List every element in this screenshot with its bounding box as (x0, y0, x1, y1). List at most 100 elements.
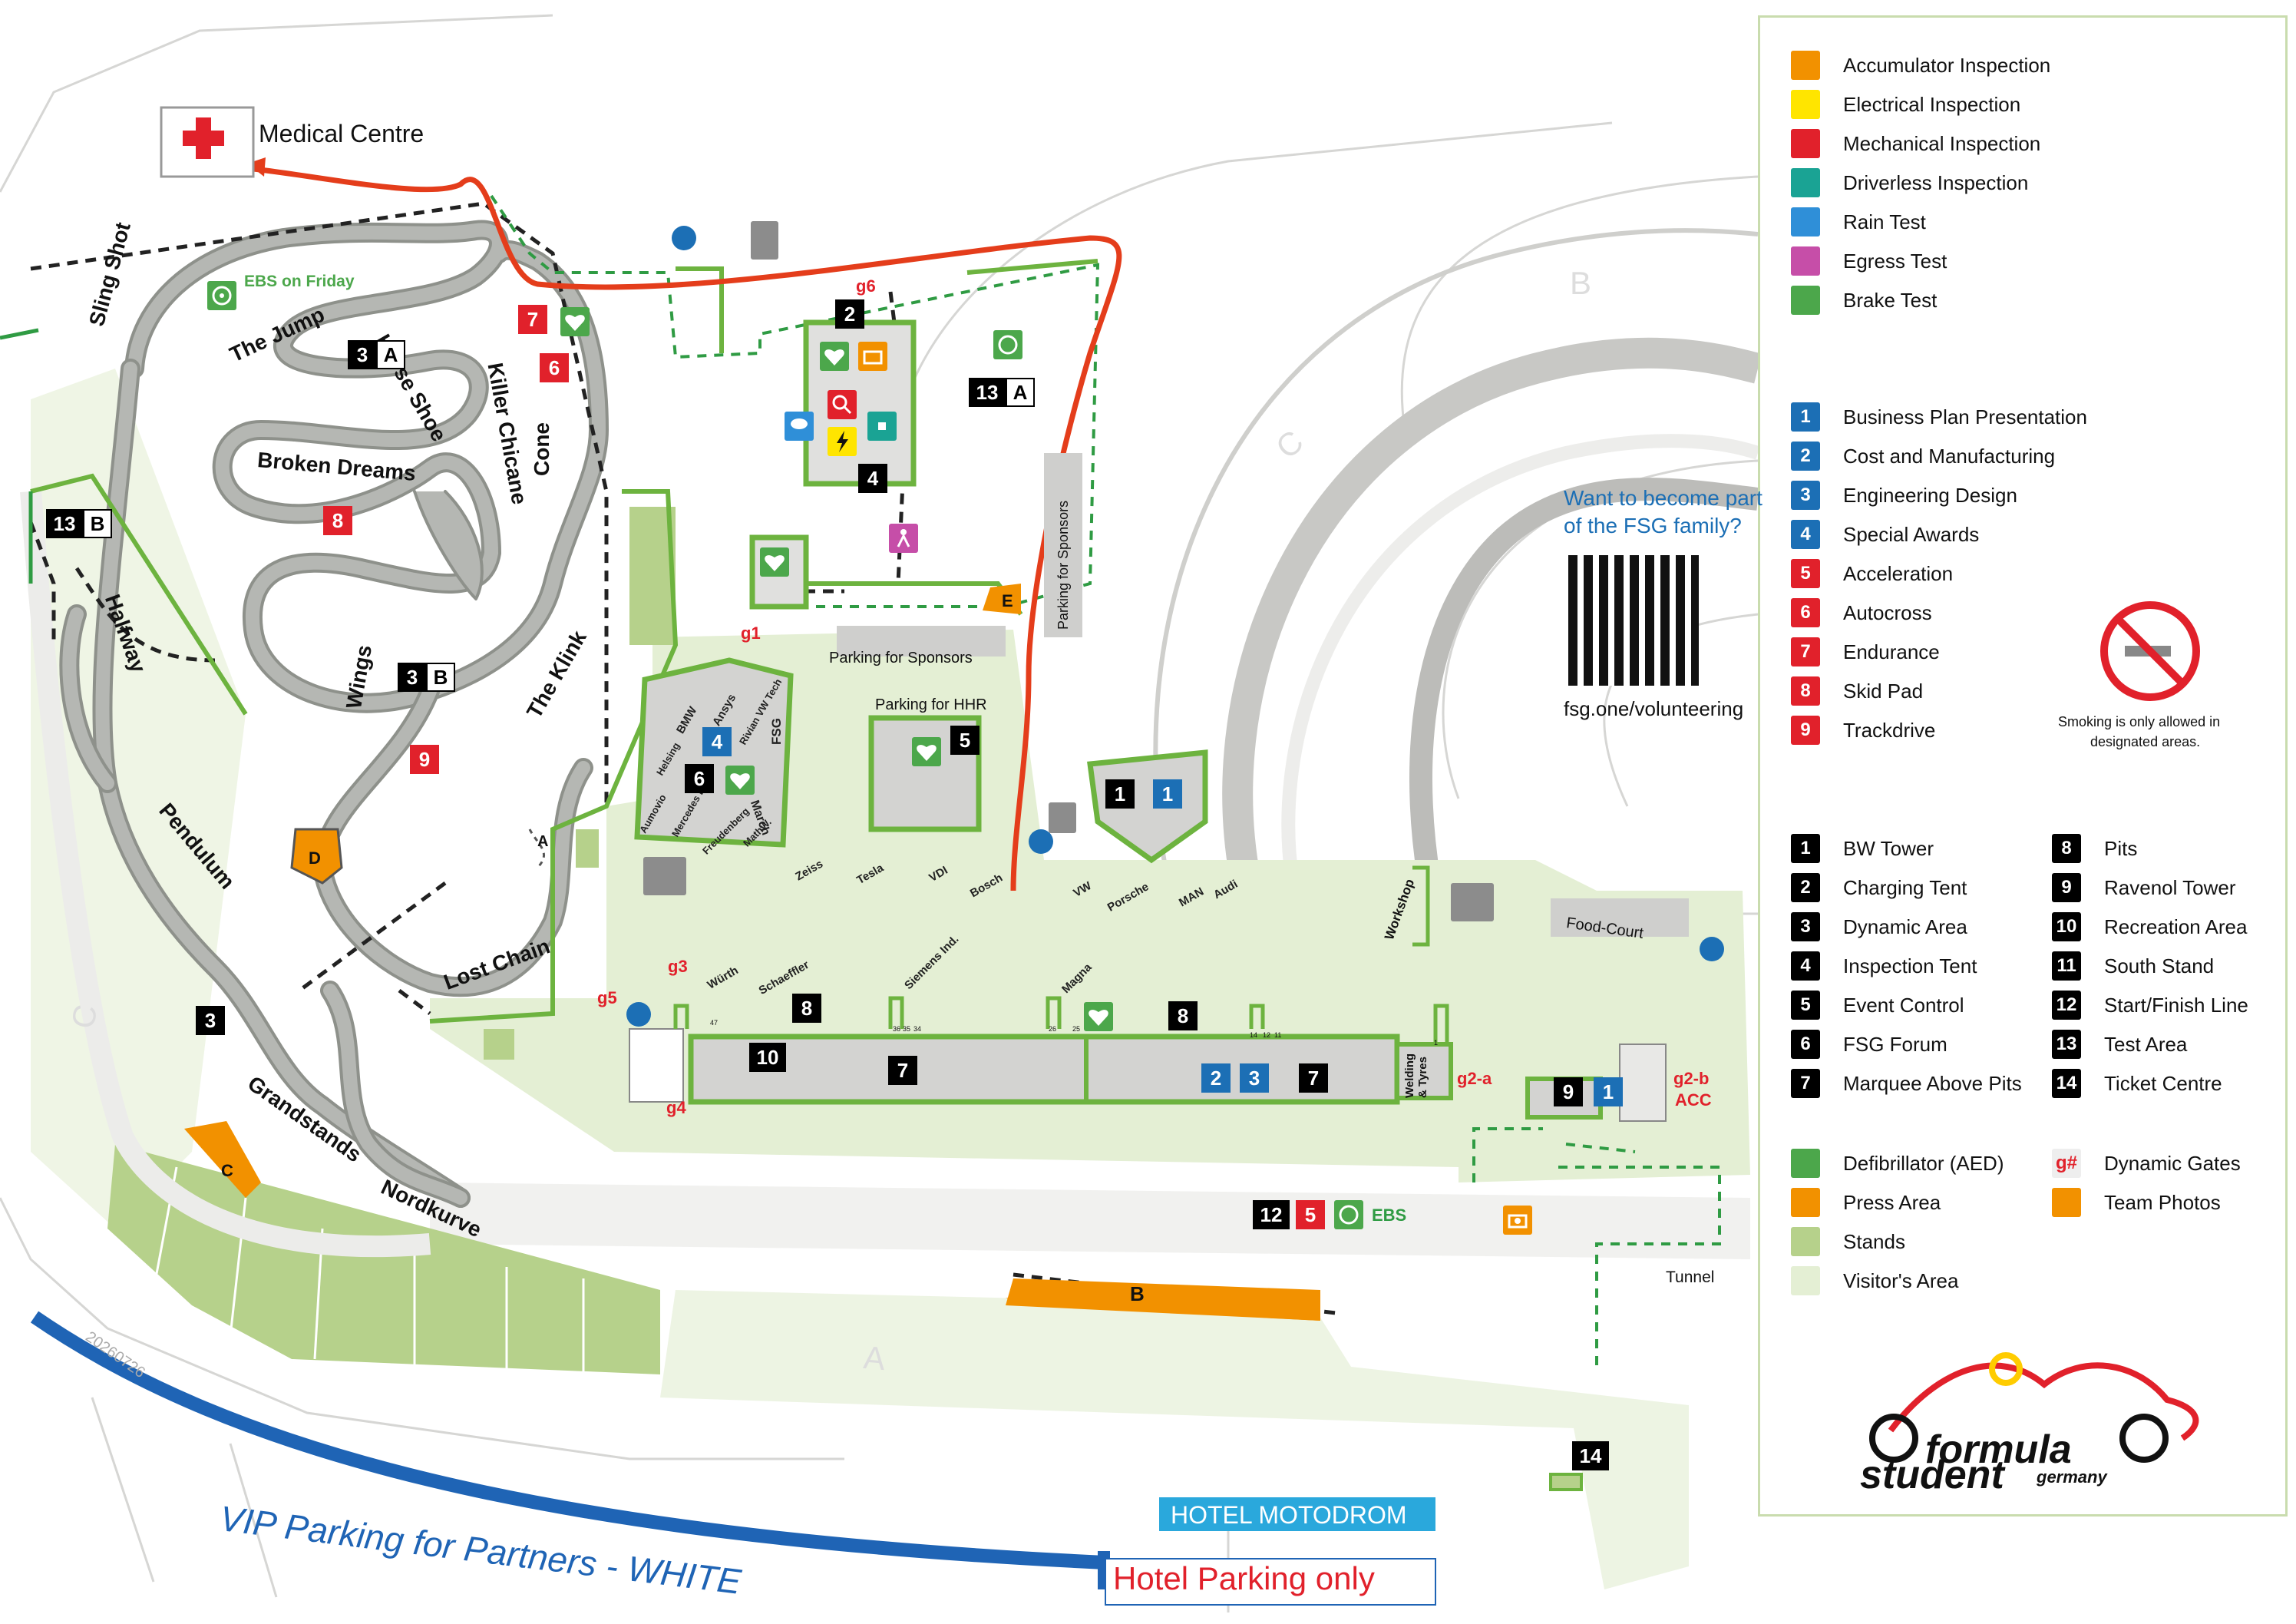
aed-heart-icon-event (912, 737, 941, 766)
marker-3-dynamic-a[interactable]: 3 (348, 340, 377, 369)
legend-row: Accumulator Inspection (1791, 50, 2050, 81)
legend-label: Egress Test (1843, 249, 1947, 273)
gate-g4: g4 (666, 1098, 686, 1117)
tunnel-label: Tunnel (1666, 1268, 1715, 1286)
magnifier-icon (828, 390, 857, 419)
marker-8-skidpad[interactable]: 8 (323, 506, 352, 535)
location-number-badge: 11 (2052, 951, 2081, 981)
marker-7-marquee-b[interactable]: 7 (1299, 1063, 1328, 1093)
marker-area-b-left[interactable]: B (83, 509, 112, 538)
marker-5-acceleration[interactable]: 5 (1296, 1200, 1325, 1229)
brake-disc-icon (1791, 286, 1820, 315)
location-number-badge: 3 (1791, 912, 1820, 941)
marker-13-test-a[interactable]: 13 (969, 378, 1006, 407)
marker-6-autocross[interactable]: 6 (540, 353, 569, 382)
static-number-badge: 3 (1791, 481, 1820, 510)
marker-area-b[interactable]: B (426, 663, 455, 692)
legend-row: Press Area (1791, 1187, 1941, 1218)
grandstand-b-label: B (1570, 265, 1592, 301)
driver-egress-icon (889, 524, 918, 553)
press-d-label: D (309, 848, 321, 868)
rain-cloud-icon (1791, 207, 1820, 236)
location-number-badge: 7 (1791, 1069, 1820, 1098)
legend-label: Visitor's Area (1843, 1268, 1959, 1292)
dynamic-number-badge: 6 (1791, 598, 1820, 627)
marker-area-a-test[interactable]: A (1006, 378, 1035, 407)
legend-label: Start/Finish Line (2104, 993, 2248, 1017)
marker-1-business-b[interactable]: 1 (1594, 1077, 1623, 1106)
marker-2-charging[interactable]: 2 (835, 299, 864, 329)
sensor-icon (1791, 168, 1820, 197)
marker-14-ticket-centre[interactable]: 14 (1572, 1441, 1609, 1470)
marker-8-pits-b[interactable]: 8 (1168, 1001, 1198, 1030)
marker-1-business-plan[interactable]: 1 (1153, 779, 1182, 809)
legend-label: Press Area (1843, 1190, 1941, 1214)
marker-3-dynamic-b[interactable]: 3 (398, 663, 427, 692)
legend-label: Rain Test (1843, 210, 1926, 233)
marker-9-ravenol[interactable]: 9 (1554, 1077, 1583, 1106)
marker-3-dynamic-area[interactable]: 3 (196, 1006, 225, 1035)
marker-3-design[interactable]: 3 (1240, 1063, 1269, 1093)
gate-g6: g6 (856, 276, 876, 296)
marker-area-a[interactable]: A (376, 340, 405, 369)
brake-disc-icon (993, 330, 1022, 359)
recruit-url[interactable]: fsg.one/volunteering (1564, 697, 1744, 720)
logo-word-student: student (1860, 1453, 2004, 1497)
marker-7-endurance[interactable]: 7 (518, 305, 547, 334)
dynamic-number-badge: 7 (1791, 637, 1820, 666)
legend-row: 5 Acceleration (1791, 558, 1953, 589)
legend-label: Special Awards (1843, 522, 1980, 546)
lightning-icon (828, 427, 857, 456)
press-swatch (1791, 1188, 1820, 1217)
marker-12-start-finish[interactable]: 12 (1253, 1200, 1290, 1229)
legend-row: 8 Skid Pad (1791, 676, 1923, 706)
press-c-label: C (221, 1161, 233, 1180)
legend-label: Acceleration (1843, 561, 1954, 585)
aed-heart-icon (1791, 1149, 1820, 1178)
legend-label: Skid Pad (1843, 679, 1924, 703)
legend-row: Brake Test (1791, 285, 1937, 316)
marker-2-cost[interactable]: 2 (1201, 1063, 1231, 1093)
legend-label: Electrical Inspection (1843, 92, 2021, 116)
legend-label: Accumulator Inspection (1843, 53, 2051, 77)
marker-1-bw-tower[interactable]: 1 (1105, 779, 1135, 809)
brake-test-icon-ebs (1334, 1200, 1363, 1229)
marker-9-trackdrive[interactable]: 9 (410, 745, 439, 774)
legend-label: South Stand (2104, 954, 2215, 977)
fsg-logo: formula student germany (1845, 1338, 2213, 1497)
marker-6-fsg-forum[interactable]: 6 (685, 764, 714, 793)
stands-swatch (1791, 1227, 1820, 1256)
hotel-parking-label: Hotel Parking only (1113, 1560, 1375, 1596)
dynamic-number-badge: 8 (1791, 676, 1820, 706)
ebs-label: EBS (1372, 1206, 1407, 1225)
pit-11: 11 (1274, 1031, 1282, 1039)
legend-row: Driverless Inspection (1791, 167, 2028, 198)
marker-10-recreation[interactable]: 10 (749, 1043, 786, 1072)
legend-label: Defibrillator (AED) (1843, 1151, 2004, 1175)
static-number-badge: 4 (1791, 520, 1820, 549)
magnifier-icon (1791, 129, 1820, 158)
medical-cross-icon (177, 111, 230, 165)
legend-row: Visitor's Area (1791, 1265, 1958, 1296)
marker-7-marquee-a[interactable]: 7 (888, 1056, 917, 1085)
dynamic-number-badge: 5 (1791, 559, 1820, 588)
marker-4-inspection[interactable]: 4 (858, 464, 887, 493)
press-b-label: B (1130, 1282, 1145, 1305)
marker-8-pits-a[interactable]: 8 (792, 994, 821, 1023)
legend-label: Recreation Area (2104, 915, 2248, 938)
recruit-headline-2: of the FSG family? (1564, 514, 1742, 537)
marker-4-special-awards[interactable]: 4 (702, 727, 732, 756)
qr-code[interactable] (1568, 555, 1699, 686)
legend-label: Pits (2104, 836, 2138, 860)
marker-13-test-b[interactable]: 13 (46, 509, 83, 538)
smoking-note-1: Smoking is only allowed in (2058, 714, 2221, 729)
location-number-badge: 6 (1791, 1030, 1820, 1059)
legend-row: 4 Special Awards (1791, 519, 1979, 550)
marker-5-event-control[interactable]: 5 (950, 726, 980, 755)
ebs-friday-label: EBS on Friday (244, 273, 355, 290)
